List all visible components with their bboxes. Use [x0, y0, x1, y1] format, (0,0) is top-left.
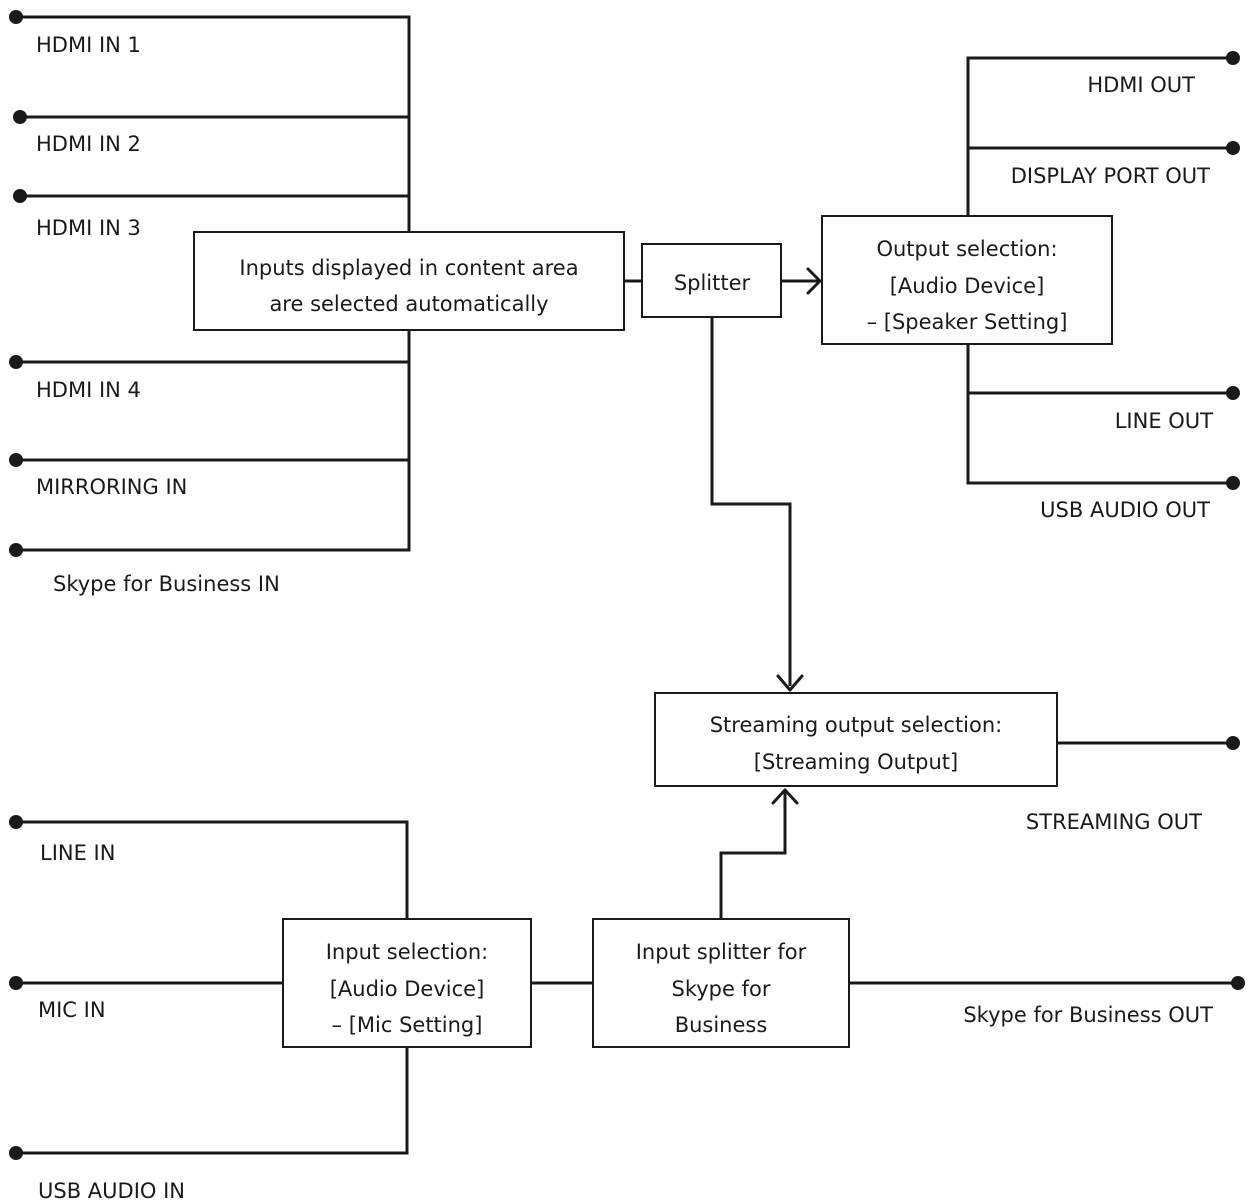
terminal-hdmi-out — [1226, 51, 1240, 65]
label-hdmi-in-1: HDMI IN 1 — [36, 33, 141, 57]
terminal-streaming-out — [1226, 736, 1240, 750]
skype-splitter-line-3: Business — [675, 1013, 768, 1037]
terminal-mirroring-in — [9, 453, 23, 467]
terminal-hdmi-in-2 — [13, 110, 27, 124]
output-bus-lines — [966, 56, 1233, 485]
input-selection-line-2: [Audio Device] — [330, 977, 485, 1001]
splitter-label: Splitter — [674, 271, 751, 295]
streaming-output-box: Streaming output selection: [Streaming O… — [654, 692, 1058, 787]
terminal-skype-in — [9, 543, 23, 557]
arrow-skype-to-streaming — [719, 788, 799, 919]
auto-select-line-2: are selected automatically — [269, 292, 548, 316]
label-hdmi-in-3: HDMI IN 3 — [36, 216, 141, 240]
label-mic-in: MIC IN — [38, 998, 106, 1022]
terminal-skype-out — [1231, 976, 1245, 990]
input-selection-line-1: Input selection: — [326, 940, 489, 964]
label-hdmi-in-2: HDMI IN 2 — [36, 132, 141, 156]
label-line-out: LINE OUT — [1115, 409, 1213, 433]
output-selection-line-2: [Audio Device] — [890, 274, 1045, 298]
terminal-mic-in — [9, 976, 23, 990]
skype-splitter-line-1: Input splitter for — [636, 940, 807, 964]
terminal-display-port-out — [1226, 141, 1240, 155]
audio-input-lines — [16, 820, 409, 1155]
terminal-hdmi-in-1 — [9, 10, 23, 24]
arrow-splitter-to-streaming — [710, 317, 804, 692]
output-selection-line-3: – [Speaker Setting] — [867, 310, 1068, 334]
label-hdmi-in-4: HDMI IN 4 — [36, 378, 141, 402]
skype-splitter-box: Input splitter for Skype for Business — [592, 918, 850, 1048]
auto-select-line-1: Inputs displayed in content area — [239, 256, 578, 280]
input-bus-terminals — [9, 10, 27, 557]
label-line-in: LINE IN — [40, 841, 115, 865]
terminal-hdmi-in-3 — [13, 189, 27, 203]
input-selection-line-3: – [Mic Setting] — [332, 1013, 483, 1037]
terminal-line-in — [9, 815, 23, 829]
auto-select-box: Inputs displayed in content area are sel… — [193, 231, 625, 331]
streaming-box-line-1: Streaming output selection: — [710, 713, 1003, 737]
label-hdmi-out: HDMI OUT — [1087, 73, 1195, 97]
label-usb-audio-in: USB AUDIO IN — [38, 1179, 185, 1203]
output-selection-line-1: Output selection: — [876, 237, 1057, 261]
label-display-port-out: DISPLAY PORT OUT — [1011, 164, 1210, 188]
terminal-usb-audio-in — [9, 1146, 23, 1160]
label-skype-out: Skype for Business OUT — [963, 1003, 1213, 1027]
terminal-line-out — [1226, 386, 1240, 400]
label-mirroring-in: MIRRORING IN — [36, 475, 187, 499]
input-selection-box: Input selection: [Audio Device] – [Mic S… — [282, 918, 532, 1048]
label-usb-audio-out: USB AUDIO OUT — [1040, 498, 1210, 522]
label-skype-in: Skype for Business IN — [53, 572, 280, 596]
label-streaming-out: STREAMING OUT — [1026, 810, 1202, 834]
splitter-box: Splitter — [641, 243, 782, 318]
arrow-splitter-to-output — [781, 267, 822, 295]
terminal-usb-audio-out — [1226, 476, 1240, 490]
streaming-box-line-2: [Streaming Output] — [754, 750, 958, 774]
terminal-hdmi-in-4 — [9, 355, 23, 369]
skype-splitter-line-2: Skype for — [672, 977, 771, 1001]
output-selection-box: Output selection: [Audio Device] – [Spea… — [821, 215, 1113, 345]
audio-input-terminals — [9, 815, 23, 1160]
output-bus-terminals — [1226, 51, 1240, 490]
